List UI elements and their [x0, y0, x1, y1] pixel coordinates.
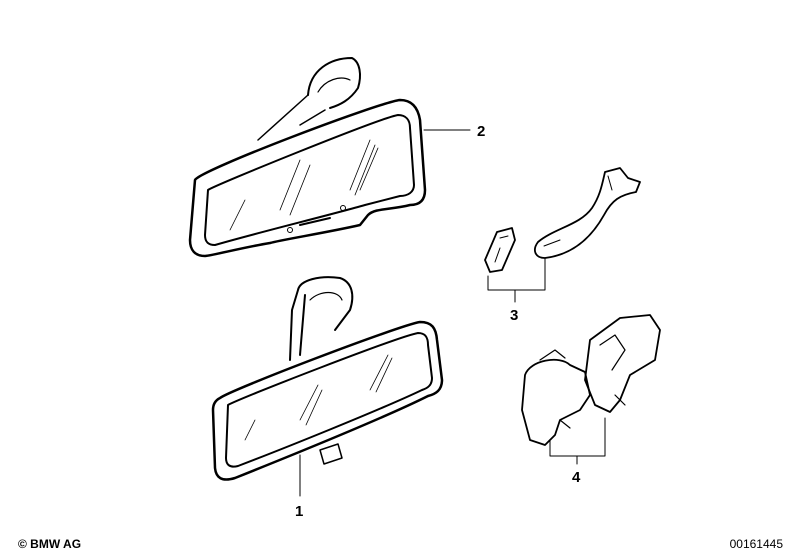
mirror-2 — [188, 57, 427, 258]
copyright-label: © BMW AG — [18, 537, 82, 551]
callout-1: 1 — [295, 503, 303, 520]
callout-leaders — [299, 129, 606, 497]
callout-3: 3 — [510, 307, 518, 324]
part-4-brackets — [521, 314, 661, 446]
callout-4: 4 — [572, 469, 581, 486]
mirror-1 — [211, 276, 444, 481]
callout-2: 2 — [477, 123, 485, 140]
image-id-label: 00161445 — [729, 537, 783, 551]
part-3-covers — [484, 167, 641, 273]
